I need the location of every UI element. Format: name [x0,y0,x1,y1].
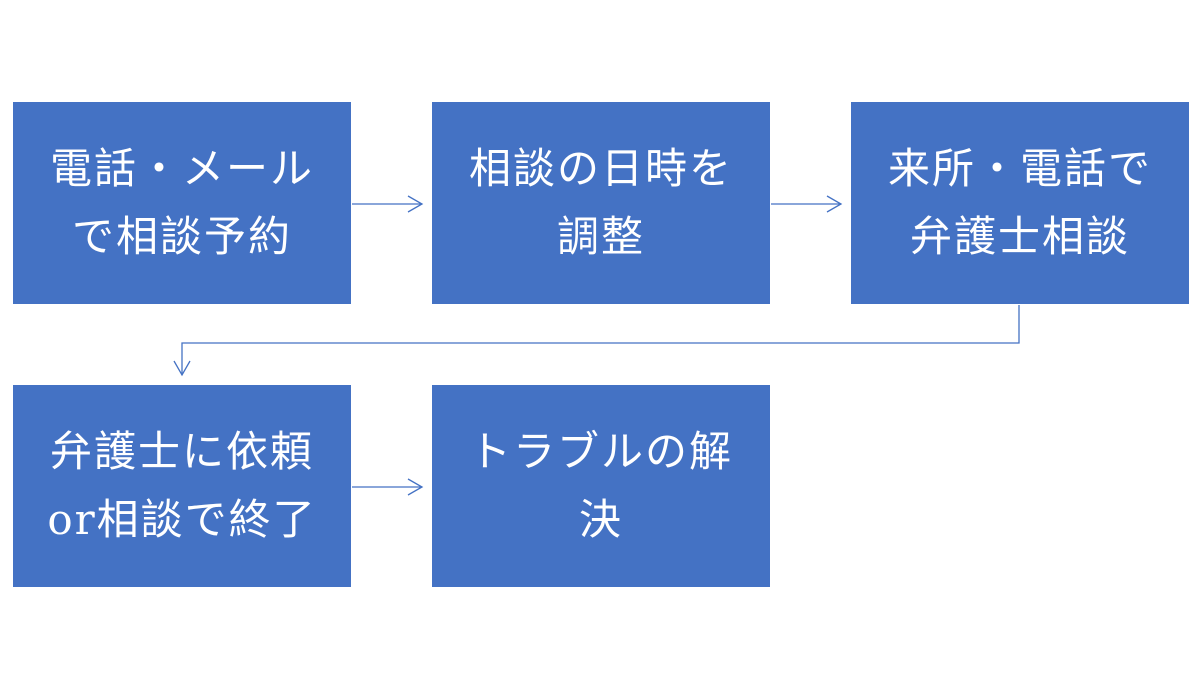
arrow-step3-to-step4 [173,305,1020,377]
step-label: 相談の日時を 調整 [468,144,733,261]
arrow-step2-to-step3 [771,195,843,213]
step-box-resolution: トラブルの解 決 [432,385,770,587]
step-box-schedule-adjustment: 相談の日時を 調整 [432,102,770,304]
step-box-request-or-end: 弁護士に依頼 or相談で終了 [13,385,351,587]
step-label: トラブルの解 決 [468,427,733,544]
arrow-step1-to-step2 [352,195,424,213]
step-box-phone-email-reservation: 電話・メール で相談予約 [13,102,351,304]
arrow-step4-to-step5 [352,478,424,496]
step-label: 弁護士に依頼 or相談で終了 [47,427,317,544]
step-label: 電話・メール で相談予約 [49,144,314,261]
step-label: 来所・電話で 弁護士相談 [887,144,1152,261]
step-box-lawyer-consultation: 来所・電話で 弁護士相談 [851,102,1189,304]
